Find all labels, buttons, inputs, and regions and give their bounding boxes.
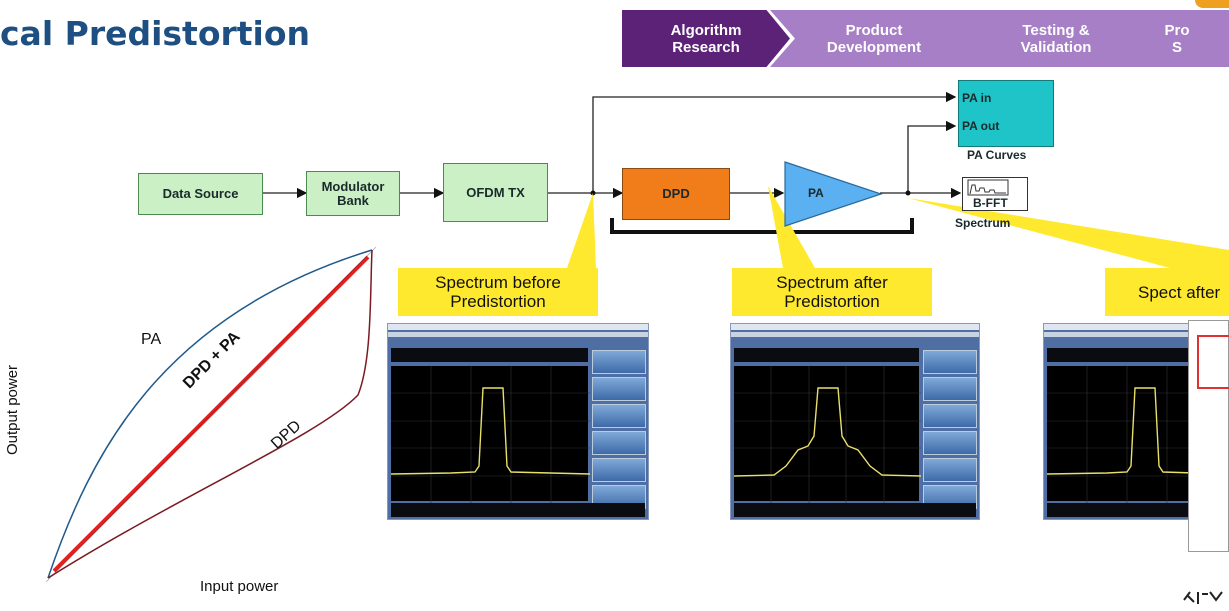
y-axis-label: Output power — [4, 364, 21, 455]
arrow-pa-in — [592, 91, 957, 193]
stage-testing-validation: Testing & Validation — [950, 10, 1162, 67]
stage-partial: Pro S — [1132, 10, 1229, 67]
dpd-curve — [47, 249, 373, 579]
pa-curve — [47, 249, 373, 579]
ofdm-tx-block: OFDM TX — [443, 163, 548, 222]
logo-fragment-top — [1195, 0, 1229, 8]
page-title: cal Predistortion — [0, 14, 311, 53]
callout-pointer-after — [768, 186, 815, 268]
spectrum-screenshot-after — [730, 323, 980, 520]
spectrum-trace-after — [733, 366, 922, 503]
callout-spectrum-partial: Spect after — [1105, 268, 1229, 316]
stage-label: Testing & Validation — [1020, 21, 1092, 56]
callout-spectrum-before: Spectrum before Predistortion — [398, 268, 598, 316]
pa-curve-label: PA — [141, 331, 162, 348]
data-source-block: Data Source — [138, 173, 263, 215]
partial-red-box — [1197, 335, 1229, 389]
stage-label: Product Development — [826, 21, 922, 56]
stage-label: Algorithm Research — [670, 21, 742, 56]
pa-curves-label: PA Curves — [967, 148, 1027, 162]
dpd-pa-line — [52, 255, 370, 573]
modulator-bank-block: Modulator Bank — [306, 171, 400, 216]
spectrum-trace-before — [390, 366, 591, 503]
spectrum-screenshot-before — [387, 323, 649, 520]
stage-algorithm-research: Algorithm Research — [622, 10, 790, 67]
spectrum-label: Spectrum — [955, 216, 1011, 230]
callout-pointer-partial — [908, 198, 1229, 268]
x-axis-label: Input power — [200, 578, 279, 595]
arrow-pa-out — [907, 120, 957, 193]
pa-amplifier-block — [784, 161, 883, 227]
partial-overlay-box — [1188, 320, 1229, 552]
dpd-block: DPD — [622, 168, 730, 220]
spectrum-icon — [967, 179, 1009, 196]
pa-in-label: PA in — [962, 91, 992, 105]
pa-label: PA — [808, 186, 824, 200]
callout-spectrum-after: Spectrum after Predistortion — [732, 268, 932, 316]
stage-label: Pro S — [1164, 21, 1190, 56]
transfer-curves-chart — [45, 246, 377, 583]
bfft-block: B-FFT — [962, 177, 1028, 211]
callout-pointer-before — [567, 193, 596, 268]
bfft-label: B-FFT — [973, 196, 1008, 210]
logo-fragment-bottom — [1180, 586, 1229, 606]
dpd-pa-bracket — [610, 218, 914, 234]
pa-curves-block — [958, 80, 1054, 147]
pa-out-label: PA out — [962, 119, 1000, 133]
stage-product-development: Product Development — [770, 10, 978, 67]
